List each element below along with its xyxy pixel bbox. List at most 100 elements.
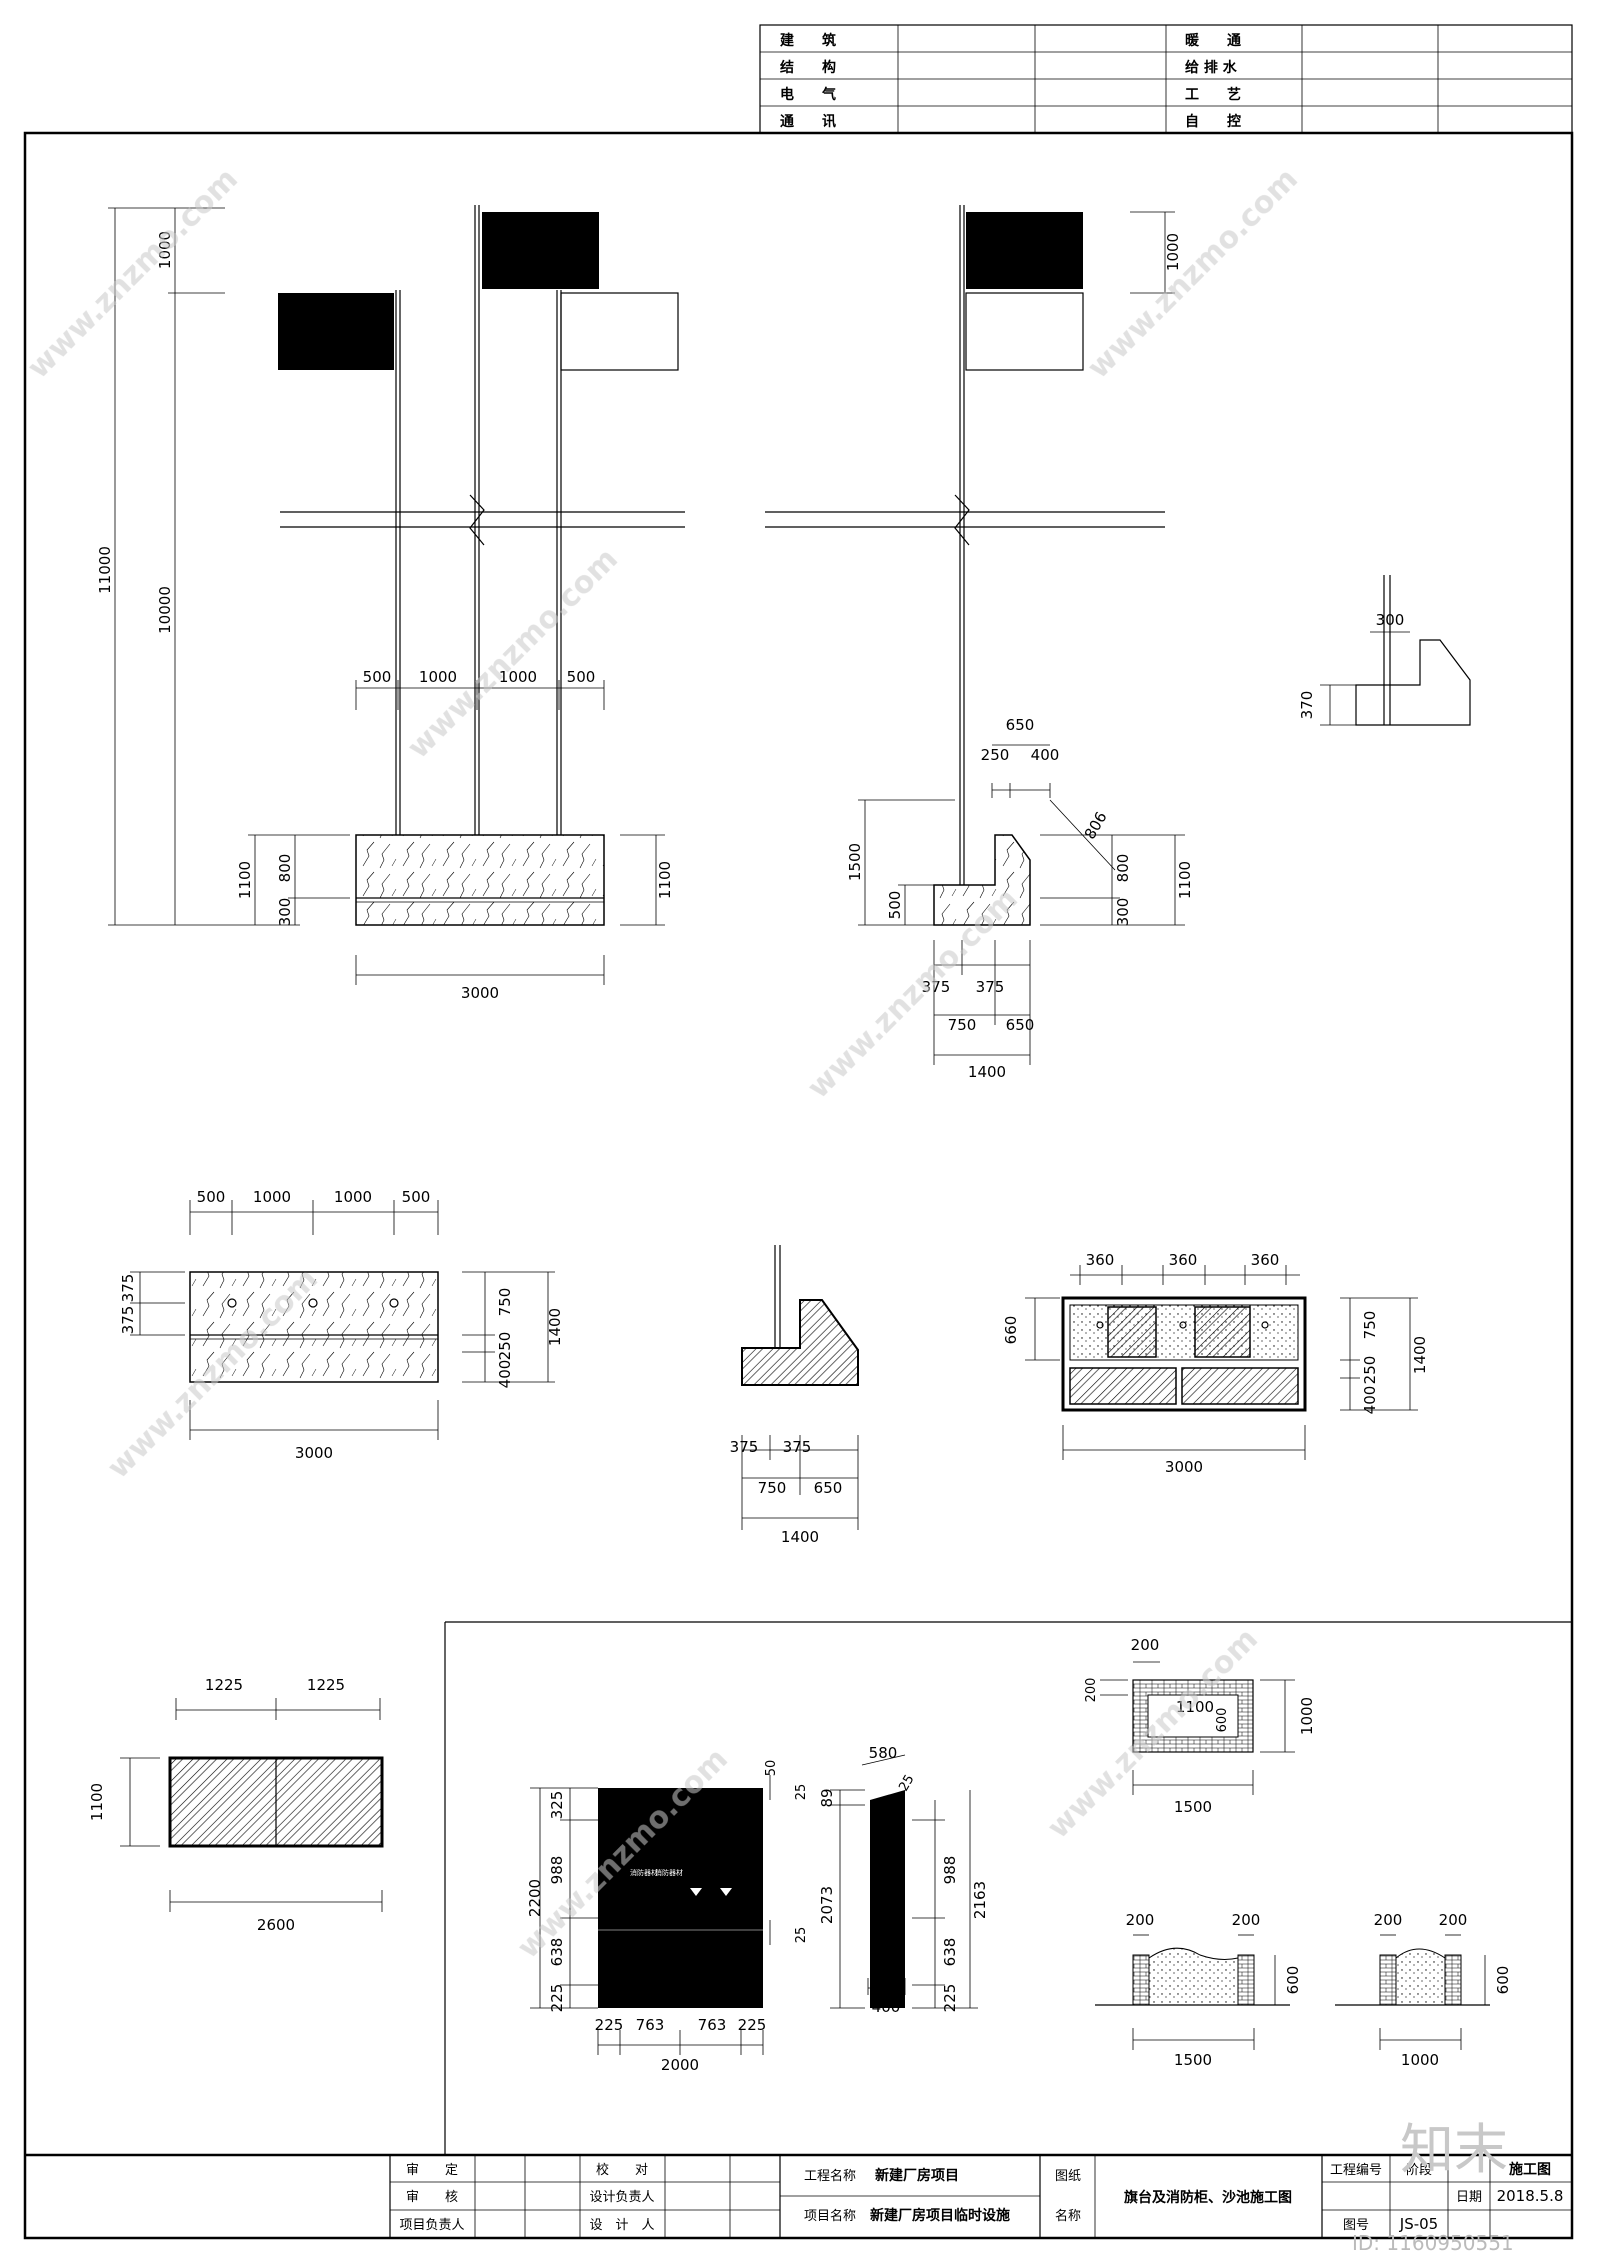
- dim-plan-left-1: 375: [119, 1274, 137, 1303]
- base-detail: 300 370: [1298, 575, 1471, 726]
- dim-cab-left-1: 325: [548, 1791, 566, 1820]
- dim-pool-b-width: 1000: [1401, 2051, 1439, 2069]
- dim-base-height-right: 1100: [656, 861, 674, 899]
- dim-cab-bottom-2: 763: [636, 2016, 665, 2034]
- discipline-control: 自 控: [1185, 113, 1241, 130]
- dim-cab-width: 2000: [661, 2056, 699, 2074]
- dim-pool-wall: 200: [1131, 1636, 1160, 1654]
- dim-cab-left-2: 988: [548, 1856, 566, 1885]
- dim-pool-a-wall-2: 200: [1232, 1911, 1261, 1929]
- dim-rebar-left: 660: [1002, 1316, 1020, 1345]
- dim-side-right-b: 638: [941, 1938, 959, 1967]
- discipline-table: 建 筑 结 构 电 气 通 讯 暖 通 给 排 水 工 艺 自 控: [759, 24, 1573, 134]
- dim-cab-left-3: 638: [548, 1938, 566, 1967]
- dim-side-right-2: 300: [1114, 898, 1132, 927]
- stage-value: 施工图: [1509, 2161, 1551, 2178]
- dim-base-width: 3000: [461, 984, 499, 1002]
- dim-side-bottom-3: 750: [948, 1016, 977, 1034]
- flagpole-side-elevation: 1000 650 250 400 806 1500 500 800 300 11…: [765, 205, 1194, 1081]
- watermark-id: ID: 1160950551: [1352, 2231, 1514, 2255]
- dim-plan-right-3: 400: [496, 1360, 514, 1389]
- dim-pool-width: 1500: [1174, 1798, 1212, 1816]
- dim-cab-right-1: 50: [764, 1760, 779, 1777]
- watermark-brand: 知末 ID: 1160950551: [1352, 2118, 1514, 2255]
- discipline-architecture: 建 筑: [780, 32, 836, 49]
- dim-section-4: 650: [814, 1479, 843, 1497]
- dim-cab-right-2: 25: [794, 1784, 809, 1801]
- dim-detail-height: 370: [1298, 691, 1316, 720]
- dim-pool-height: 1000: [1298, 1697, 1316, 1735]
- dim-side-bottom-total: 1400: [968, 1063, 1006, 1081]
- dim-pool-b-height: 600: [1494, 1966, 1512, 1995]
- discipline-communication: 通 讯: [780, 114, 836, 130]
- dim-section-total: 1400: [781, 1528, 819, 1546]
- item-name: 新建厂房项目临时设施: [870, 2207, 1010, 2224]
- dim-flag-height: 1000: [156, 231, 174, 269]
- discipline-hvac: 暖 通: [1185, 32, 1241, 49]
- dim-pole-height: 10000: [156, 586, 174, 634]
- drawing-label-1: 图纸: [1055, 2169, 1081, 2184]
- dim-side-bottom-4: 650: [1006, 1016, 1035, 1034]
- dim-side-bottom-1: 375: [922, 978, 951, 996]
- dim-pool-b-wall-2: 200: [1439, 1911, 1468, 1929]
- watermark-site-3: www.znzmo.com: [1081, 162, 1305, 386]
- flagpole-elevation: 1000 10000 11000 1100 800 300 1100 500 1…: [96, 205, 685, 1002]
- discipline-process: 工 艺: [1185, 86, 1241, 103]
- dim-rebar-top-1: 360: [1086, 1251, 1115, 1269]
- stage-label: 阶段: [1406, 2163, 1432, 2178]
- dim-spacing-4: 500: [567, 668, 596, 686]
- pool-section-b: 200 200 600 1000: [1335, 1911, 1512, 2069]
- dim-side-right-3: 1100: [1176, 861, 1194, 899]
- dim-plan-top-1: 500: [197, 1188, 226, 1206]
- rebar-plan: 360 360 360 660 750 250 400 1400 3000: [1002, 1251, 1429, 1476]
- dim-cab-bottom-1: 225: [595, 2016, 624, 2034]
- project-name: 新建厂房项目: [875, 2167, 959, 2184]
- sign-designer: 设 计 人: [589, 2218, 654, 2233]
- dim-side-top-2: 25: [896, 1772, 917, 1794]
- project-label: 工程名称: [804, 2168, 856, 2184]
- dim-cab-bottom-4: 225: [738, 2016, 767, 2034]
- dim-side-width: 400: [872, 1998, 901, 2016]
- sheet-label: 图号: [1343, 2218, 1369, 2233]
- dim-pool-wall-v: 200: [1084, 1678, 1099, 1703]
- project-no-label: 工程编号: [1330, 2163, 1382, 2178]
- dim-pool-a-width: 1500: [1174, 2051, 1212, 2069]
- dim-rebar-right-2: 250: [1361, 1356, 1379, 1385]
- dim-sand-top-2: 1225: [307, 1676, 345, 1694]
- dim-rebar-right-3: 400: [1361, 1386, 1379, 1415]
- dim-base-height-left: 1100: [236, 861, 254, 899]
- discipline-structure: 结 构: [780, 59, 836, 76]
- dim-side-left-1: 1500: [846, 843, 864, 881]
- fire-cabinet-side: 580 25 89 2073 988 638 225 2163 400: [818, 1744, 989, 2016]
- pool-plan: 1100 600 200 200 1000 1500: [1084, 1636, 1316, 1816]
- dim-side-left-top: 89: [818, 1788, 836, 1807]
- dim-rebar-right-total: 1400: [1411, 1336, 1429, 1374]
- dim-plan-top-4: 500: [402, 1188, 431, 1206]
- dim-total-height: 11000: [96, 546, 114, 594]
- watermark-logo: 知末: [1400, 2118, 1508, 2181]
- dim-sand-left: 1100: [88, 1783, 106, 1821]
- dim-section-3: 750: [758, 1479, 787, 1497]
- discipline-plumbing: 给 排 水: [1185, 59, 1238, 76]
- dim-plan-right-total: 1400: [546, 1308, 564, 1346]
- dim-plan-left-2: 375: [119, 1306, 137, 1335]
- sign-design-lead: 设计负责人: [589, 2190, 654, 2205]
- dim-side-top: 580: [869, 1744, 898, 1762]
- sign-review: 审 核: [406, 2190, 458, 2205]
- dim-base-lower: 300: [276, 898, 294, 927]
- dim-sand-top-1: 1225: [205, 1676, 243, 1694]
- discipline-electrical: 电 气: [780, 86, 836, 103]
- date-value: 2018.5.8: [1497, 2187, 1564, 2205]
- dim-pool-b-wall-1: 200: [1374, 1911, 1403, 1929]
- dim-step-width: 650: [1006, 716, 1035, 734]
- dim-spacing-2: 1000: [419, 668, 457, 686]
- dim-side-left-2: 500: [886, 891, 904, 920]
- dim-plan-right-1: 750: [496, 1288, 514, 1317]
- watermark-site-1: www.znzmo.com: [21, 162, 245, 386]
- title-block: 审 定 审 核 项目负责人 校 对 设计负责人 设 计 人 工程名称 新建厂房项…: [389, 2155, 1572, 2238]
- sand-pool-plan: 1225 1225 1100 2600: [88, 1676, 384, 1934]
- dim-pool-inner: 1100: [1176, 1698, 1214, 1716]
- dim-cab-bottom-3: 763: [698, 2016, 727, 2034]
- dim-sand-width: 2600: [257, 1916, 295, 1934]
